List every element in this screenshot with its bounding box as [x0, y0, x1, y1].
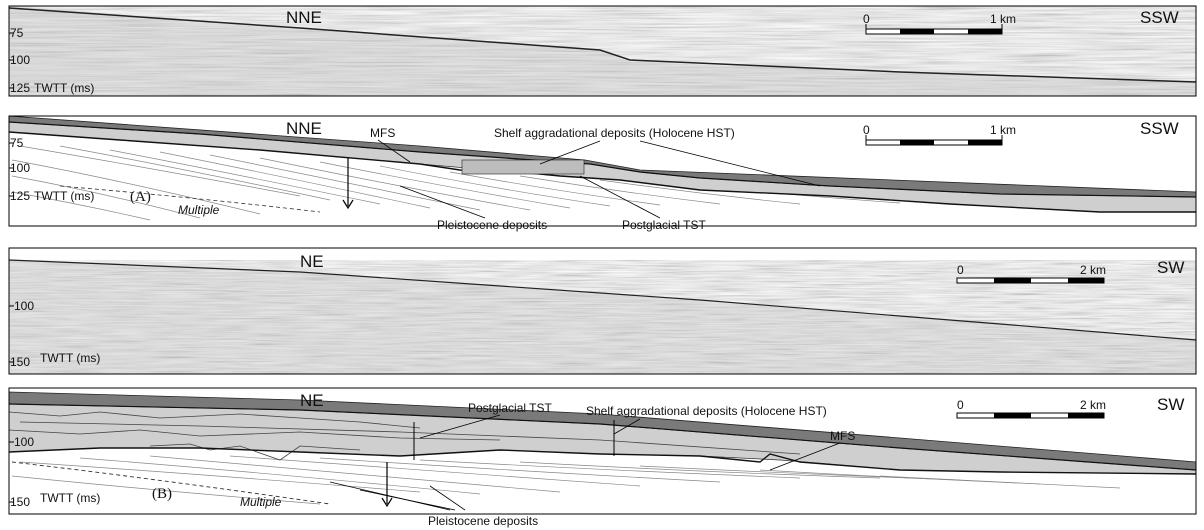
- scale-end: 2 km: [1080, 263, 1106, 277]
- axis-unit: TWTT (ms): [34, 189, 94, 203]
- scale-start: 0: [863, 123, 870, 137]
- direction-left: NE: [300, 391, 324, 410]
- axis-unit: TWTT (ms): [34, 81, 94, 95]
- mfs-label: MFS: [370, 126, 395, 140]
- direction-right: SSW: [1140, 8, 1179, 27]
- panel-letter-a: (A): [130, 189, 151, 205]
- tick-125: 125: [10, 189, 30, 203]
- panel-letter-b: (B): [152, 486, 172, 502]
- tick-100: 100: [14, 299, 34, 313]
- panel-4-interpretation-b: 100 150 TWTT (ms) (B) Multiple NE SW Pos…: [9, 388, 1196, 514]
- tick-125: 125: [10, 81, 30, 95]
- pleistocene-label: Pleistocene deposits: [437, 218, 547, 232]
- mfs-label: MFS: [830, 429, 855, 443]
- panel-1-raw-seismic: 75 100 125 TWTT (ms) NNE SSW 0 1 km: [9, 6, 1196, 96]
- multiple-label: Multiple: [240, 495, 282, 509]
- shelf-deposits-label: Shelf aggradational deposits (Holocene H…: [494, 126, 735, 140]
- tick-75: 75: [10, 26, 24, 40]
- scale-start: 0: [957, 398, 964, 412]
- tick-150: 150: [10, 495, 30, 509]
- direction-left: NNE: [286, 119, 322, 138]
- scale-end: 1 km: [990, 123, 1016, 137]
- scale-start: 0: [863, 12, 870, 26]
- tick-150: 150: [10, 355, 30, 369]
- scale-start: 0: [957, 263, 964, 277]
- axis-unit: TWTT (ms): [40, 351, 100, 365]
- shelf-deposits-label: Shelf aggradational deposits (Holocene H…: [586, 404, 827, 418]
- postglacial-label: Postglacial TST: [622, 218, 706, 232]
- panel-2-interpretation-a: 75 100 125 TWTT (ms) (A) Multiple NNE SS…: [9, 116, 1196, 232]
- postglacial-label: Postglacial TST: [468, 401, 552, 415]
- direction-left: NNE: [286, 8, 322, 27]
- tick-100: 100: [10, 161, 30, 175]
- tick-100: 100: [10, 53, 30, 67]
- direction-right: SSW: [1140, 119, 1179, 138]
- scale-end: 2 km: [1080, 398, 1106, 412]
- direction-left: NE: [300, 252, 324, 271]
- scale-end: 1 km: [990, 12, 1016, 26]
- pleistocene-label: Pleistocene deposits: [428, 514, 538, 528]
- direction-right: SW: [1157, 258, 1184, 277]
- tick-75: 75: [10, 136, 24, 150]
- axis-unit: TWTT (ms): [40, 491, 100, 505]
- multiple-label: Multiple: [178, 203, 220, 217]
- panel-3-raw-seismic: 100 150 TWTT (ms) NE SW 0 2 km: [9, 248, 1196, 374]
- direction-right: SW: [1157, 395, 1184, 414]
- tick-100: 100: [14, 435, 34, 449]
